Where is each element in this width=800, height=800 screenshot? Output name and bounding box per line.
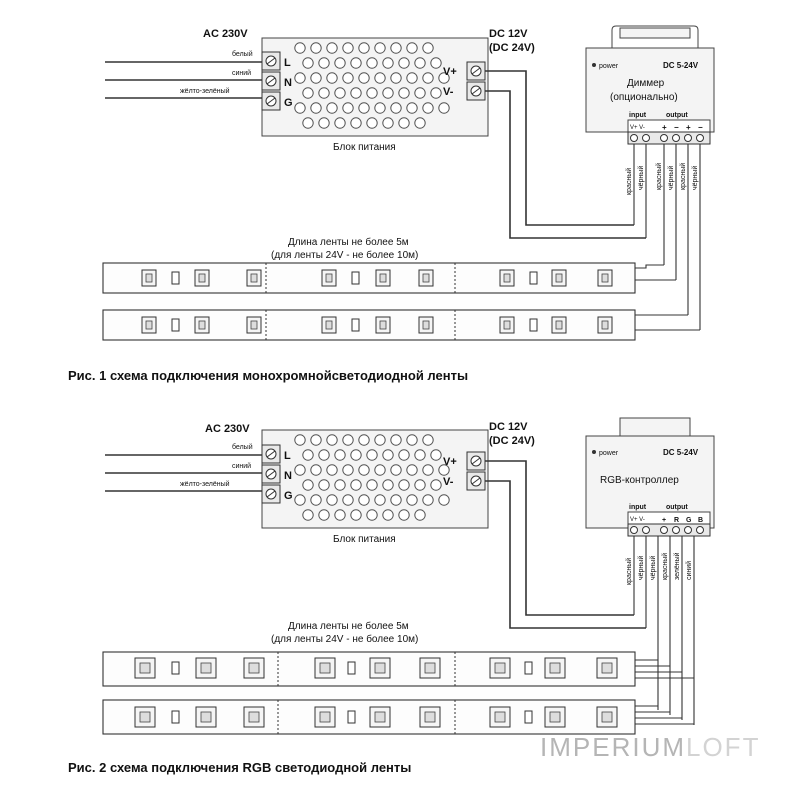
- fig1-out-pin-1: +: [662, 123, 667, 132]
- fig1-vwire-label-5: красный: [679, 163, 687, 190]
- fig1-strip1-wire-plus: [630, 264, 664, 269]
- figure-1: AC 230V белый синий жёлто-зелёный L N G: [102, 25, 715, 341]
- fig1-caption: Рис. 1 схема подключения монохромнойсвет…: [68, 368, 469, 383]
- fig2-wire-label-white: белый: [232, 443, 253, 451]
- fig1-dimmer: [585, 47, 715, 133]
- fig2-length-line1: Длина ленты не более 5м: [288, 620, 409, 632]
- fig1-dimmer-optional: (опционально): [610, 92, 678, 103]
- fig2-strip1-elements: [134, 652, 618, 686]
- fig1-dimmer-bracket: [619, 27, 691, 39]
- fig1-psu-caption: Блок питания: [333, 142, 396, 153]
- fig1-out-pin-4: −: [698, 123, 703, 132]
- fig1-label-g: G: [284, 97, 293, 109]
- fig1-strip2-elements: [141, 310, 613, 340]
- fig1-dc-label: DC 12V: [489, 28, 528, 40]
- fig1-label-l: L: [284, 57, 291, 69]
- fig1-output-label: output: [666, 112, 688, 119]
- fig1-vwire-label-6: чёрный: [691, 166, 699, 190]
- fig2-vwire-label-5: зелёный: [673, 552, 681, 580]
- fig2-label-vplus: V+: [443, 456, 457, 468]
- fig2-power-label: power: [599, 450, 619, 457]
- fig2-ac-label: AC 230V: [205, 423, 250, 435]
- fig2-out-pin-g: G: [686, 517, 692, 524]
- fig2-controller-name: RGB-контроллер: [600, 475, 679, 486]
- fig2-dc-negative-wire: [485, 480, 646, 629]
- imperiumloft-watermark: IMPERIUMLOFT: [540, 732, 760, 763]
- fig1-dc-label-alt: (DC 24V): [489, 42, 535, 54]
- fig1-strip1-elements: [141, 263, 613, 293]
- fig1-vent-holes: [294, 42, 450, 129]
- fig1-wire-label-blue: синий: [232, 69, 251, 77]
- fig1-voltage-label: DC 5-24V: [663, 61, 699, 70]
- fig2-label-g: G: [284, 490, 293, 502]
- fig1-dimmer-name: Диммер: [627, 78, 665, 89]
- fig1-label-vplus: V+: [443, 66, 457, 78]
- watermark-part2: LOFT: [686, 732, 761, 762]
- fig2-label-n: N: [284, 470, 292, 482]
- fig2-dc-label: DC 12V: [489, 421, 528, 433]
- fig2-controller-bracket: [619, 417, 691, 437]
- fig2-wire-label-ground: жёлто-зелёный: [180, 480, 230, 488]
- fig1-vwire-label-3: красный: [655, 163, 663, 190]
- fig2-out-pin-r: R: [674, 517, 679, 524]
- fig2-vwire-label-1: красный: [625, 558, 633, 585]
- fig1-dc-negative-wire: [485, 90, 646, 239]
- fig1-label-vminus: V-: [443, 86, 454, 98]
- fig1-vwire-label-4: чёрный: [667, 166, 675, 190]
- fig1-wire-label-white: белый: [232, 50, 253, 58]
- fig2-vwire-label-2: чёрный: [637, 556, 645, 580]
- fig2-psu-caption: Блок питания: [333, 534, 396, 545]
- fig1-out-pin-3: +: [686, 123, 691, 132]
- fig2-vwire-label-3: чёрный: [649, 556, 657, 580]
- fig2-dc-label-alt: (DC 24V): [489, 435, 535, 447]
- fig1-power-label: power: [599, 63, 619, 70]
- fig2-vwire-label-6: синий: [685, 561, 693, 580]
- fig2-input-label: input: [629, 504, 647, 511]
- fig2-output-label: output: [666, 504, 688, 511]
- fig1-dc-positive-wire: [485, 70, 634, 226]
- fig1-led-strip-1: [102, 262, 636, 294]
- fig1-label-n: N: [284, 77, 292, 89]
- watermark-part1: IMPERIUM: [540, 732, 686, 762]
- fig2-wire-label-blue: синий: [232, 462, 251, 470]
- fig1-input-pins: V+ V-: [630, 125, 645, 131]
- fig1-input-label: input: [629, 112, 647, 119]
- fig2-out-pin-b: B: [698, 517, 703, 524]
- fig1-vwire-label-1: красный: [625, 168, 633, 195]
- fig1-power-led-icon: [592, 63, 596, 67]
- fig2-label-l: L: [284, 450, 291, 462]
- fig2-label-vminus: V-: [443, 476, 454, 488]
- fig1-led-strip-2: [102, 309, 636, 341]
- fig1-length-line1: Длина ленты не более 5м: [288, 236, 409, 248]
- fig1-length-line2: (для ленты 24V - не более 10м): [271, 249, 418, 261]
- fig1-wire-label-ground: жёлто-зелёный: [180, 87, 230, 95]
- fig2-strip-wires: [630, 659, 694, 725]
- fig2-dc-positive-wire: [485, 460, 634, 616]
- fig1-vwire-label-2: чёрный: [637, 166, 645, 190]
- fig2-strip2-elements: [134, 700, 618, 734]
- fig2-length-line2: (для ленты 24V - не более 10м): [271, 633, 418, 645]
- fig1-out-pin-2: −: [674, 123, 679, 132]
- fig2-voltage-label: DC 5-24V: [663, 448, 699, 457]
- fig1-ac-label: AC 230V: [203, 28, 248, 40]
- figure-2: AC 230V белый синий жёлто-зелёный L N G …: [102, 417, 715, 735]
- fig2-caption: Рис. 2 схема подключения RGB светодиодно…: [68, 760, 412, 775]
- fig2-out-pin-plus: +: [662, 517, 666, 524]
- fig2-power-led-icon: [592, 450, 596, 454]
- fig2-input-pins: V+ V-: [630, 517, 645, 523]
- fig2-vent-holes: [294, 434, 450, 521]
- fig2-vwire-label-4: красный: [661, 553, 669, 580]
